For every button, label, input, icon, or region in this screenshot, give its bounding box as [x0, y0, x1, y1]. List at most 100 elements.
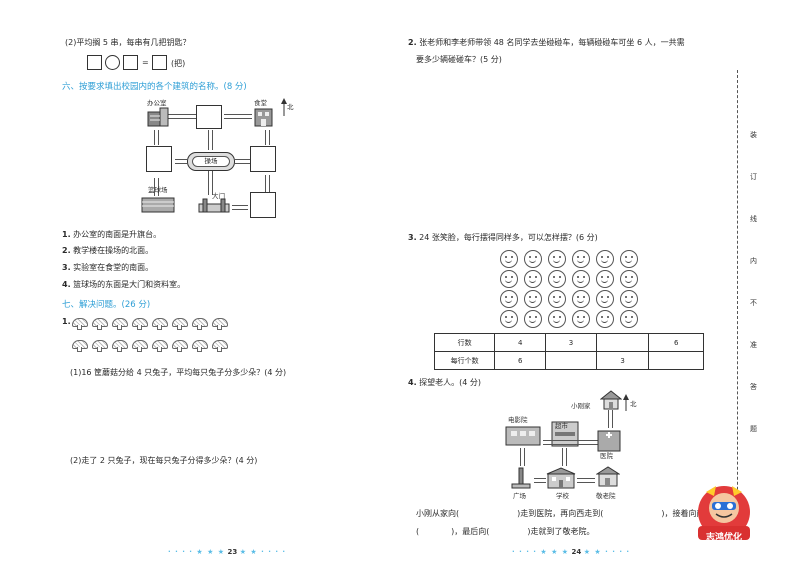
sec6-item-1: 1. 办公室的南面是升旗台。 [62, 230, 162, 239]
road [562, 448, 567, 466]
road [265, 175, 270, 193]
mushroom-icon [212, 318, 228, 330]
q4-fill-line-1: 小刚从家向()走到医院，再向西走到()，接着向南走到 [416, 509, 721, 518]
margin-char: 准 [750, 341, 757, 349]
margin-char: 答 [750, 383, 757, 391]
table-cell: 3 [595, 351, 650, 370]
smiley-face-icon [620, 290, 638, 308]
road [543, 440, 598, 445]
table-cell[interactable] [648, 351, 704, 370]
road [232, 205, 248, 210]
table-cell: 6 [648, 333, 704, 352]
smiley-face-icon [500, 310, 518, 328]
smiley-face-icon [620, 250, 638, 268]
right-q2-line1: 2. 张老师和李老师带领 48 名同学去坐碰碰车，每辆碰碰车可坐 6 人，一共需 [408, 38, 685, 47]
mushroom-icon [92, 340, 108, 352]
sec6-item-2: 2. 教学楼在操场的北面。 [62, 246, 154, 255]
unknown-building-box[interactable] [196, 105, 222, 129]
smiley-face-icon [620, 270, 638, 288]
table-header-cell: 每行个数 [433, 351, 496, 370]
table-cell: 4 [494, 333, 547, 352]
table-cell: 6 [494, 351, 547, 370]
market-icon [551, 421, 579, 447]
operator-circle[interactable] [105, 55, 120, 70]
table-cell[interactable] [545, 351, 597, 370]
smiley-face-icon [524, 270, 542, 288]
canteen-building-icon [254, 108, 273, 127]
school-label: 学校 [556, 492, 569, 500]
road [154, 130, 159, 145]
right-q3-text: 3. 24 张笑脸，每行摆得同样多，可以怎样摆？(6 分) [408, 233, 598, 242]
margin-char: 订 [750, 173, 757, 181]
margin-char: 内 [750, 257, 757, 265]
smiley-face-icon [500, 250, 518, 268]
smiley-face-icon [572, 290, 590, 308]
mushroom-icon [152, 318, 168, 330]
court-label: 篮球场 [148, 186, 168, 194]
margin-char: 线 [750, 215, 757, 223]
q1-sub1-text: (1)16 筐蘑菇分给 4 只兔子，平均每只兔子分多少朵？(4 分) [70, 368, 287, 377]
road [168, 114, 196, 119]
page-number-left: · · · · ★ ★ ★ 23 ★ ★ · · · · [168, 548, 287, 556]
road [175, 159, 187, 164]
cinema-icon [505, 426, 541, 446]
smiley-face-icon [596, 250, 614, 268]
mushroom-icon [72, 340, 88, 352]
road [265, 130, 270, 145]
logo-text: 志鸿优化 [705, 533, 742, 543]
binding-line [737, 70, 738, 540]
answer-box[interactable] [152, 55, 167, 70]
office-building-icon [147, 107, 169, 127]
mushroom-icon [132, 318, 148, 330]
mushroom-icon [72, 318, 88, 330]
road [577, 478, 595, 483]
north-arrow-icon [623, 394, 629, 411]
table-cell[interactable] [595, 333, 650, 352]
unknown-building-box[interactable] [250, 146, 276, 172]
mushroom-icon [192, 318, 208, 330]
sec6-item-3: 3. 实验室在食堂的南面。 [62, 263, 154, 272]
section-7-title: 七、解决问题。(26 分) [62, 300, 151, 310]
smiley-face-icon [524, 290, 542, 308]
nursing-home-label: 敬老院 [596, 492, 616, 500]
smiley-face-icon [500, 270, 518, 288]
unknown-building-box[interactable] [146, 146, 172, 172]
road [608, 410, 613, 428]
answer-box[interactable] [123, 55, 138, 70]
mushroom-icon [112, 318, 128, 330]
road [208, 170, 213, 195]
margin-char: 题 [750, 425, 757, 433]
mushroom-icon [132, 340, 148, 352]
page-number-right: · · · · ★ ★ ★ 24 ★ ★ · · · · [512, 548, 631, 556]
right-q2-line2: 要多少辆碰碰车？(5 分) [416, 55, 502, 64]
smiley-face-icon [572, 270, 590, 288]
answer-box[interactable] [87, 55, 102, 70]
north-arrow-icon [281, 98, 287, 116]
unknown-building-box[interactable] [250, 192, 276, 218]
smiley-face-icon [596, 290, 614, 308]
road [224, 114, 252, 119]
gate-icon [198, 198, 230, 213]
playground: 操场 [187, 152, 235, 171]
basketball-court-icon [141, 197, 175, 213]
smiley-face-icon [548, 250, 566, 268]
hospital-icon [597, 430, 621, 452]
unit-label: (把) [171, 59, 186, 68]
left-q2-text: (2)平均搁 5 串，每串有几把钥匙？ [65, 38, 191, 47]
nursing-home-icon [596, 466, 620, 487]
square-label: 广场 [513, 492, 526, 500]
q1-sub2-text: (2)走了 2 只兔子，现在每只兔子分得多少朵？(4 分) [70, 456, 258, 465]
smiley-face-icon [572, 250, 590, 268]
margin-char: 不 [750, 299, 757, 307]
smiley-face-icon [524, 250, 542, 268]
north-label: 北 [287, 103, 294, 111]
mushroom-icon [172, 340, 188, 352]
home-label: 小刚家 [571, 402, 591, 410]
mushroom-icon [152, 340, 168, 352]
table-cell: 3 [545, 333, 597, 352]
smiley-face-icon [572, 310, 590, 328]
market-label: 超市 [555, 422, 568, 430]
smiley-face-icon [620, 310, 638, 328]
mushroom-icon [92, 318, 108, 330]
right-q4-title: 4. 探望老人。(4 分) [408, 378, 482, 387]
